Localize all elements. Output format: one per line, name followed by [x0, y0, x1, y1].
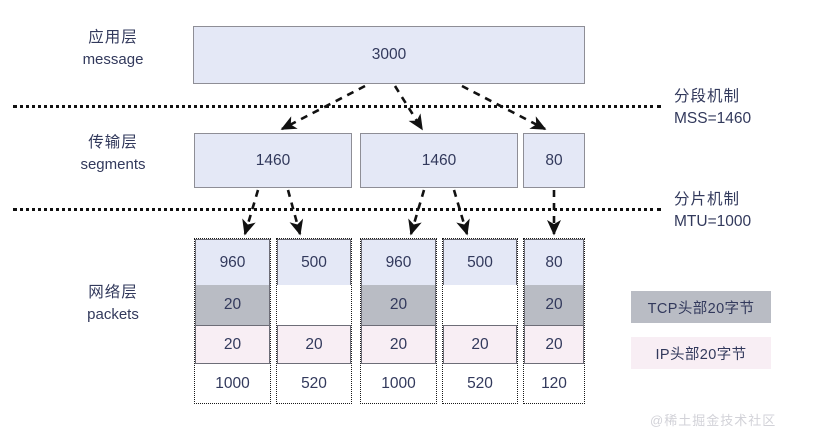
legend-tcp-header-label: TCP头部20字节 — [647, 300, 755, 317]
layer-label-transport: 传输层 segments — [38, 133, 188, 174]
arrow-segment-2-to-packet-3 — [408, 189, 426, 236]
segment-box-1: 1460 — [194, 133, 352, 188]
arrow-group-fragmentation — [242, 189, 562, 236]
layer-label-application-cn: 应用层 — [88, 29, 138, 46]
packet-column-4: 500 20 520 — [442, 238, 518, 404]
segmentation-divider — [13, 105, 661, 108]
packet-4-payload: 500 — [443, 239, 517, 286]
message-size-label: 3000 — [371, 46, 407, 63]
layer-label-application: 应用层 message — [38, 28, 188, 69]
arrow-segment-1-to-packet-1 — [242, 189, 260, 236]
segment-3-size: 80 — [545, 151, 563, 169]
packet-1-payload: 960 — [195, 239, 270, 286]
packet-2-payload: 500 — [277, 239, 351, 286]
packet-5-ip-header: 20 — [524, 324, 584, 365]
layer-label-application-en: message — [82, 50, 144, 68]
annotation-fragmentation-cn: 分片机制 — [674, 191, 741, 208]
packet-5-tcp-header: 20 — [524, 285, 584, 325]
packet-5-payload: 80 — [524, 239, 584, 286]
layer-label-network: 网络层 packets — [38, 283, 188, 324]
packet-3-ip-header: 20 — [361, 324, 436, 365]
legend-ip-header-label: IP头部20字节 — [655, 346, 747, 363]
packet-2-total: 520 — [277, 364, 351, 403]
packet-column-1: 960 20 20 1000 — [194, 238, 271, 404]
packet-column-3: 960 20 20 1000 — [360, 238, 437, 404]
layer-label-network-en: packets — [87, 305, 139, 323]
annotation-segmentation-cn: 分段机制 — [674, 88, 741, 105]
packet-2-tcp-header-absent — [277, 285, 351, 325]
message-box: 3000 — [193, 26, 585, 84]
segment-1-size: 1460 — [255, 151, 291, 169]
watermark: @稀土掘金技术社区 — [650, 413, 777, 428]
packet-3-tcp-header: 20 — [361, 285, 436, 325]
packet-4-ip-header: 20 — [443, 324, 517, 365]
layer-label-network-cn: 网络层 — [88, 284, 138, 301]
annotation-fragmentation: 分片机制 MTU=1000 — [674, 190, 751, 233]
packet-3-payload: 960 — [361, 239, 436, 286]
packet-3-total: 1000 — [361, 364, 436, 403]
fragmentation-divider — [13, 208, 661, 211]
arrow-segment-1-to-packet-2 — [286, 189, 304, 236]
arrow-segment-2-to-packet-4 — [452, 189, 470, 236]
annotation-segmentation-en: MSS=1460 — [674, 110, 752, 128]
legend-ip-header: IP头部20字节 — [631, 337, 771, 369]
segment-box-2: 1460 — [360, 133, 518, 188]
packet-4-total: 520 — [443, 364, 517, 403]
legend-tcp-header: TCP头部20字节 — [631, 291, 771, 323]
packet-1-ip-header: 20 — [195, 324, 270, 365]
packet-1-tcp-header: 20 — [195, 285, 270, 325]
annotation-fragmentation-en: MTU=1000 — [674, 213, 752, 231]
layer-label-transport-cn: 传输层 — [88, 134, 138, 151]
segment-2-size: 1460 — [421, 151, 457, 169]
packet-1-total: 1000 — [195, 364, 270, 403]
segment-box-3: 80 — [523, 133, 585, 188]
packet-5-total: 120 — [524, 364, 584, 403]
packet-column-2: 500 20 520 — [276, 238, 352, 404]
annotation-segmentation: 分段机制 MSS=1460 — [674, 87, 751, 130]
packet-4-tcp-header-absent — [443, 285, 517, 325]
layer-label-transport-en: segments — [80, 155, 146, 173]
packet-2-ip-header: 20 — [277, 324, 351, 365]
packet-column-5: 80 20 20 120 — [523, 238, 585, 404]
